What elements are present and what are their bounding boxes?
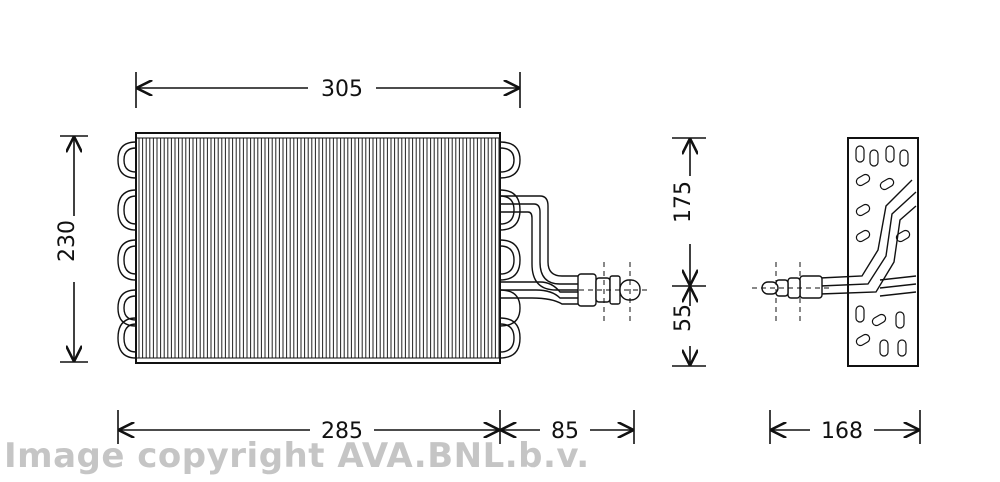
- dimension-labels: 305 230 175 55 285 85 168: [55, 77, 863, 444]
- dim-label-depth: 168: [821, 419, 863, 444]
- front-view: [117, 132, 650, 364]
- side-view: [752, 137, 919, 367]
- right-return-bends: [499, 141, 521, 359]
- dimension-lines: [60, 72, 921, 444]
- dim-label-pipe-offset: 85: [551, 419, 579, 444]
- core-fins: [138, 138, 500, 358]
- dim-label-upper-height: 175: [671, 181, 696, 223]
- side-centerlines: [752, 262, 830, 322]
- dim-label-core-width: 285: [321, 419, 363, 444]
- left-return-bends: [117, 141, 137, 359]
- dim-label-lower-height: 55: [671, 304, 696, 332]
- side-pipes: [819, 179, 917, 297]
- dim-label-overall-width: 305: [321, 77, 363, 102]
- dim-label-height: 230: [55, 220, 80, 262]
- side-core: [847, 137, 919, 367]
- side-tube-pattern: [855, 145, 911, 357]
- fitting-centerlines: [570, 262, 650, 322]
- side-fittings: [761, 275, 823, 299]
- outlet-pipes: [500, 195, 580, 305]
- copyright-watermark: Image copyright AVA.BNL.b.v.: [4, 436, 590, 476]
